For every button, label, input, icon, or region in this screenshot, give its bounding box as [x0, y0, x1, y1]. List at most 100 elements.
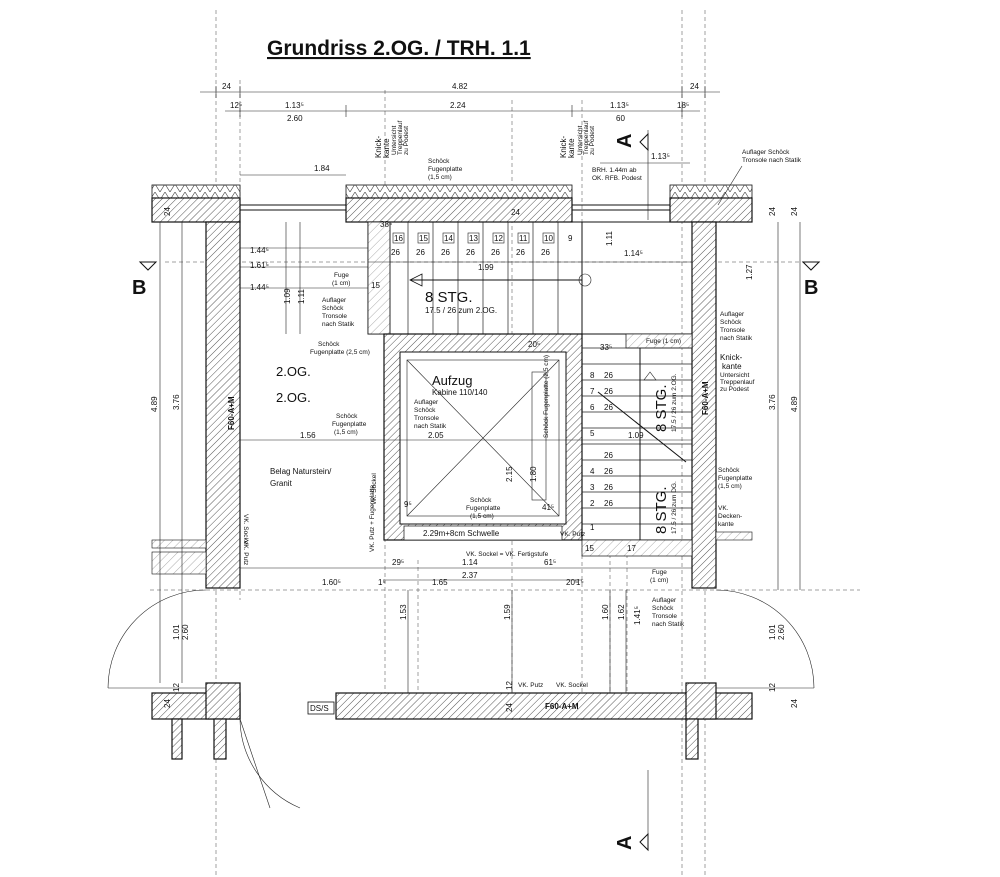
svg-text:26: 26: [604, 499, 613, 508]
svg-text:24: 24: [790, 699, 799, 708]
dim-label: 1.13⁵: [651, 152, 670, 161]
svg-text:Auflager: Auflager: [652, 597, 677, 604]
svg-text:Schöck: Schöck: [428, 158, 450, 165]
svg-text:Auflager: Auflager: [720, 311, 745, 318]
svg-text:Decken-: Decken-: [718, 513, 742, 520]
svg-text:Tronsole: Tronsole: [652, 613, 677, 620]
right-stair-runs: [581, 333, 693, 557]
svg-text:1.53: 1.53: [399, 604, 408, 620]
dim-label: 1.13⁵: [610, 101, 629, 110]
svg-text:kante: kante: [722, 362, 742, 371]
svg-text:Tronsole nach Statik: Tronsole nach Statik: [742, 157, 802, 164]
annotation-schoeck-mid: Schöck Fugenplatte (2,5 cm): [310, 341, 370, 356]
svg-text:5: 5: [590, 429, 595, 438]
annotation-vk-sockel-left: VK. Sockel: [242, 514, 249, 546]
stair-tread: 26: [491, 248, 500, 257]
svg-text:nach Statik: nach Statik: [652, 621, 685, 628]
svg-text:38⁵: 38⁵: [380, 220, 392, 229]
annotation-vk-putz: VK. Putz: [560, 531, 585, 538]
annotation-fuge-1: Fuge (1 cm): [332, 272, 350, 287]
svg-text:24: 24: [511, 208, 520, 217]
annotation-fuge-3: Fuge (1 cm): [650, 569, 668, 584]
annotation-schoeck-vertical: Schöck Fugenplatte (2,5 cm): [543, 355, 550, 438]
svg-text:1.01: 1.01: [172, 624, 181, 640]
svg-text:Schöck: Schöck: [652, 605, 674, 612]
dim-label: 1.13⁵: [285, 101, 304, 110]
svg-text:26: 26: [604, 387, 613, 396]
svg-text:nach Statik: nach Statik: [414, 423, 447, 430]
annotation-vk-sockel-lift: VK. Sockel: [371, 473, 378, 505]
svg-text:3: 3: [590, 483, 595, 492]
top-stair-sublabel: 17.5 / 26 zum 2.OG.: [425, 306, 497, 315]
stair-start-number: 15: [371, 281, 380, 290]
annotation-auflager-right: Auflager Schöck Tronsole nach Statik: [720, 311, 753, 342]
dim-label: 24: [222, 82, 231, 91]
svg-text:1.09: 1.09: [283, 288, 292, 304]
svg-text:4.89: 4.89: [150, 396, 159, 412]
annotation-auflager-top-right: Auflager Schöck Tronsole nach Statik: [717, 149, 802, 206]
svg-text:20⁵: 20⁵: [566, 578, 578, 587]
svg-text:1⁵: 1⁵: [576, 578, 584, 587]
svg-text:nach Statik: nach Statik: [322, 321, 355, 328]
wall-rating-bottom: F60-A+M: [545, 702, 579, 711]
stair-step-number: 10: [544, 234, 553, 243]
svg-text:26: 26: [604, 371, 613, 380]
svg-text:1: 1: [590, 523, 595, 532]
svg-text:4: 4: [590, 467, 595, 476]
knick-kante-top: Knick- kante Untersicht Treppenlauf zu P…: [374, 120, 596, 158]
stair-step-number: 16: [394, 234, 403, 243]
top-stair-label: 8 STG.: [425, 289, 473, 306]
floor-finish-1: Belag Naturstein/: [270, 467, 332, 476]
elevator-cabin: Kabine 110/140: [432, 388, 488, 397]
svg-text:2.37: 2.37: [462, 571, 478, 580]
annotation-vk-deckenkante: VK. Decken- kante: [718, 505, 742, 528]
svg-text:Fugenplatte: Fugenplatte: [428, 166, 463, 173]
svg-text:2.05: 2.05: [428, 431, 444, 440]
stair-tread: 26: [391, 248, 400, 257]
svg-text:26: 26: [604, 451, 613, 460]
svg-text:OK. RFB. Podest: OK. RFB. Podest: [592, 175, 642, 182]
svg-text:Schöck: Schöck: [322, 305, 344, 312]
svg-text:1⁵: 1⁵: [378, 578, 386, 587]
dim-label: 4.82: [452, 82, 468, 91]
svg-text:7: 7: [590, 387, 595, 396]
svg-text:12: 12: [768, 683, 777, 692]
dim-label: 2.60: [287, 114, 303, 123]
svg-text:Schöck: Schöck: [318, 341, 340, 348]
annotation-auflager-lift: Auflager Schöck Tronsole nach Statik: [414, 399, 447, 430]
svg-text:20⁵: 20⁵: [528, 340, 540, 349]
right-stair-numbers: 8 7 6 5 4 3 2 1 26 26 26 26 26 26 26: [590, 371, 613, 532]
svg-text:A: A: [614, 134, 636, 148]
svg-text:3.76: 3.76: [768, 394, 777, 410]
svg-text:24: 24: [790, 207, 799, 216]
svg-text:zu Podest: zu Podest: [589, 126, 596, 155]
svg-text:B: B: [132, 277, 146, 299]
stair-start-number: 15: [585, 544, 594, 553]
svg-text:1.27: 1.27: [745, 264, 754, 280]
stair-step-number: 15: [419, 234, 428, 243]
section-marker-a-bottom: A: [614, 770, 649, 852]
svg-text:Auflager Schöck: Auflager Schöck: [742, 149, 790, 156]
svg-text:Auflager: Auflager: [414, 399, 439, 406]
svg-text:(1,5 cm): (1,5 cm): [718, 483, 742, 490]
svg-text:Untersicht: Untersicht: [391, 126, 398, 155]
svg-text:Schöck: Schöck: [720, 319, 742, 326]
stair-tread: 26: [541, 248, 550, 257]
ds-label: DS/S: [310, 704, 329, 713]
svg-text:Fugenplatte: Fugenplatte: [718, 475, 753, 482]
svg-text:Tronsole: Tronsole: [322, 313, 347, 320]
svg-text:2.60: 2.60: [181, 624, 190, 640]
svg-text:24: 24: [163, 207, 172, 216]
stair-step-number: 14: [444, 234, 453, 243]
svg-text:(1 cm): (1 cm): [332, 280, 350, 287]
wall-rating-right: F60-A+M: [701, 381, 710, 415]
svg-text:1.61⁵: 1.61⁵: [250, 261, 269, 270]
annotation-auflager-left: Auflager Schöck Tronsole nach Statik: [322, 297, 355, 328]
svg-text:(1,5 cm): (1,5 cm): [470, 513, 494, 520]
svg-text:26: 26: [604, 403, 613, 412]
svg-text:Fuge: Fuge: [652, 569, 667, 576]
dim-label: 24: [690, 82, 699, 91]
top-stair-numbers: 16 15 14 13 12 11 10 9 26 26 26 26 26 26…: [391, 232, 573, 257]
svg-text:Knick-: Knick-: [720, 353, 743, 362]
